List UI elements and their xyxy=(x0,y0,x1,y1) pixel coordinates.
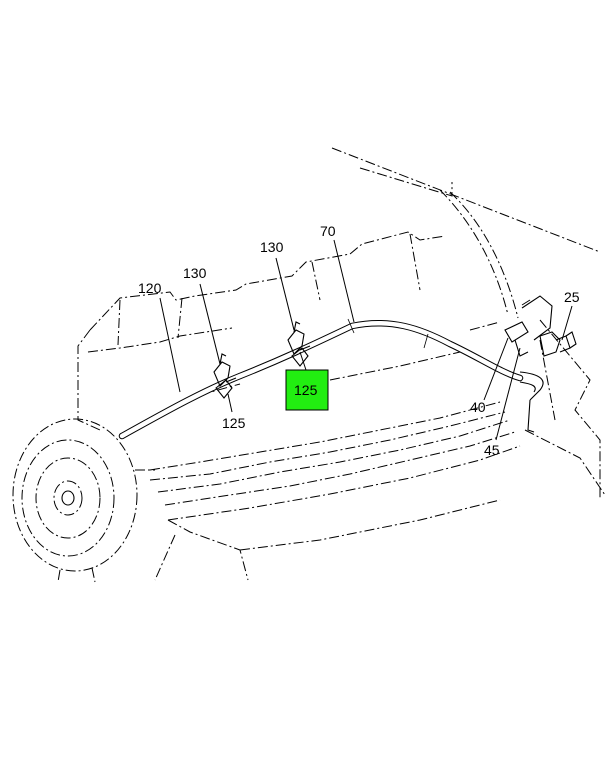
cab-outline xyxy=(331,147,606,500)
clamp-left xyxy=(213,353,237,399)
callout-70[interactable]: 70 xyxy=(320,223,336,239)
callout-40[interactable]: 40 xyxy=(470,399,486,415)
callout-125-highlight[interactable]: 125 xyxy=(294,382,318,398)
clamp-right xyxy=(287,321,311,367)
callout-130-left[interactable]: 130 xyxy=(183,265,207,281)
callout-25[interactable]: 25 xyxy=(564,289,580,305)
fan-pulley xyxy=(12,418,155,583)
callout-125-left[interactable]: 125 xyxy=(222,415,246,431)
leader-lines xyxy=(159,239,573,441)
callout-130-right[interactable]: 130 xyxy=(260,239,284,255)
callout-45[interactable]: 45 xyxy=(484,442,500,458)
engine-outline xyxy=(77,231,521,581)
highlight-box[interactable] xyxy=(285,369,329,411)
callout-120[interactable]: 120 xyxy=(138,280,162,296)
bracket-fitting xyxy=(504,295,577,357)
hose-assembly xyxy=(118,318,544,440)
